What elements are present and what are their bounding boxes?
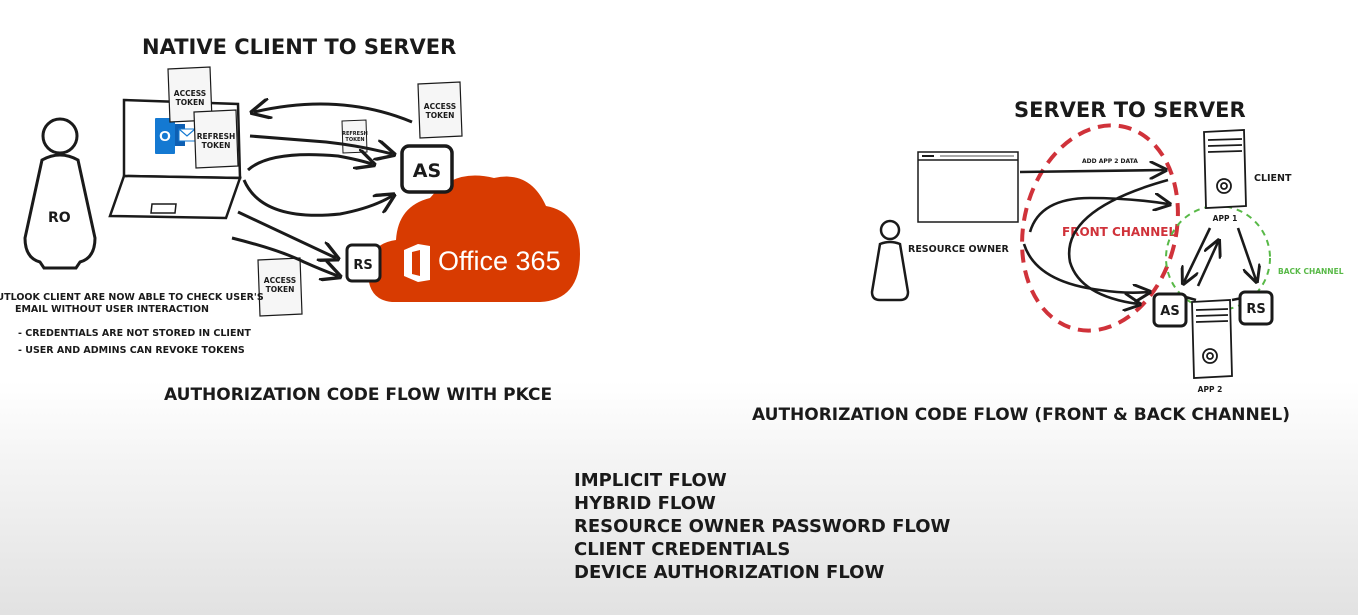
back-channel-label: BACK CHANNEL: [1278, 267, 1344, 276]
client-label: CLIENT: [1254, 173, 1292, 184]
svg-text:REFRESH: REFRESH: [197, 132, 236, 141]
add-app-data-label: ADD APP 2 DATA: [1082, 158, 1138, 165]
office365-cloud: Office 365: [368, 175, 580, 302]
svg-text:RS: RS: [353, 258, 372, 273]
app2-server-icon: [1191, 299, 1233, 379]
note-line-1: OUTLOOK CLIENT ARE NOW ABLE TO CHECK USE…: [0, 292, 264, 303]
as-box-left: AS: [400, 144, 454, 194]
other-flows-list: IMPLICIT FLOW HYBRID FLOW RESOURCE OWNER…: [574, 470, 951, 583]
token-access-right: ACCESS TOKEN: [417, 81, 463, 139]
svg-text:AS: AS: [413, 160, 441, 182]
office365-label: Office 365: [438, 246, 561, 276]
bullet-revoke: - USER AND ADMINS CAN REVOKE TOKENS: [18, 345, 245, 356]
front-channel-ellipse: [1020, 123, 1180, 333]
svg-text:REFRESH: REFRESH: [342, 131, 368, 137]
app1-label: APP 1: [1213, 214, 1238, 223]
svg-text:TOKEN: TOKEN: [202, 141, 231, 150]
svg-text:ACCESS: ACCESS: [424, 102, 456, 111]
resource-owner-icon: [870, 219, 910, 302]
outlook-logo-icon: O: [155, 118, 196, 154]
list-item: RESOURCE OWNER PASSWORD FLOW: [574, 516, 951, 537]
svg-text:TOKEN: TOKEN: [345, 137, 364, 143]
svg-text:TOKEN: TOKEN: [426, 111, 455, 120]
list-item: IMPLICIT FLOW: [574, 470, 727, 491]
resource-owner-label: RESOURCE OWNER: [908, 244, 1010, 255]
ro-label: RO: [48, 210, 71, 226]
left-caption: AUTHORIZATION CODE FLOW WITH PKCE: [164, 385, 552, 405]
svg-text:RS: RS: [1246, 302, 1265, 317]
list-item: HYBRID FLOW: [574, 493, 716, 514]
token-access-bottom: ACCESS TOKEN: [257, 257, 303, 317]
token-refresh: REFRESH TOKEN: [193, 109, 239, 169]
front-channel-label: FRONT CHANNEL: [1062, 225, 1176, 239]
app2-label: APP 2: [1198, 385, 1223, 394]
token-access-top: ACCESS TOKEN: [167, 66, 213, 123]
bullet-credentials: - CREDENTIALS ARE NOT STORED IN CLIENT: [18, 328, 251, 339]
rs-box-left: RS: [345, 243, 382, 283]
browser-window-icon: [917, 151, 1019, 223]
right-caption: AUTHORIZATION CODE FLOW (FRONT & BACK CH…: [752, 405, 1290, 425]
as-box-right: AS: [1152, 292, 1188, 328]
office-logo-icon: [404, 244, 430, 282]
native-client-title: NATIVE CLIENT TO SERVER: [142, 35, 456, 59]
svg-text:AS: AS: [1160, 304, 1179, 319]
client-server-icon: [1203, 129, 1247, 209]
svg-text:ACCESS: ACCESS: [264, 276, 296, 285]
note-line-2: EMAIL WITHOUT USER INTERACTION: [15, 304, 209, 315]
svg-text:ACCESS: ACCESS: [174, 89, 206, 98]
list-item: DEVICE AUTHORIZATION FLOW: [574, 562, 884, 583]
svg-text:O: O: [159, 128, 171, 145]
svg-text:TOKEN: TOKEN: [266, 285, 295, 294]
svg-text:TOKEN: TOKEN: [176, 98, 205, 107]
rs-box-right: RS: [1238, 290, 1274, 326]
list-item: CLIENT CREDENTIALS: [574, 539, 790, 560]
left-flow-arrows: [231, 104, 413, 276]
ro-person-icon: [23, 117, 97, 270]
server-to-server-title: SERVER TO SERVER: [1014, 98, 1246, 122]
